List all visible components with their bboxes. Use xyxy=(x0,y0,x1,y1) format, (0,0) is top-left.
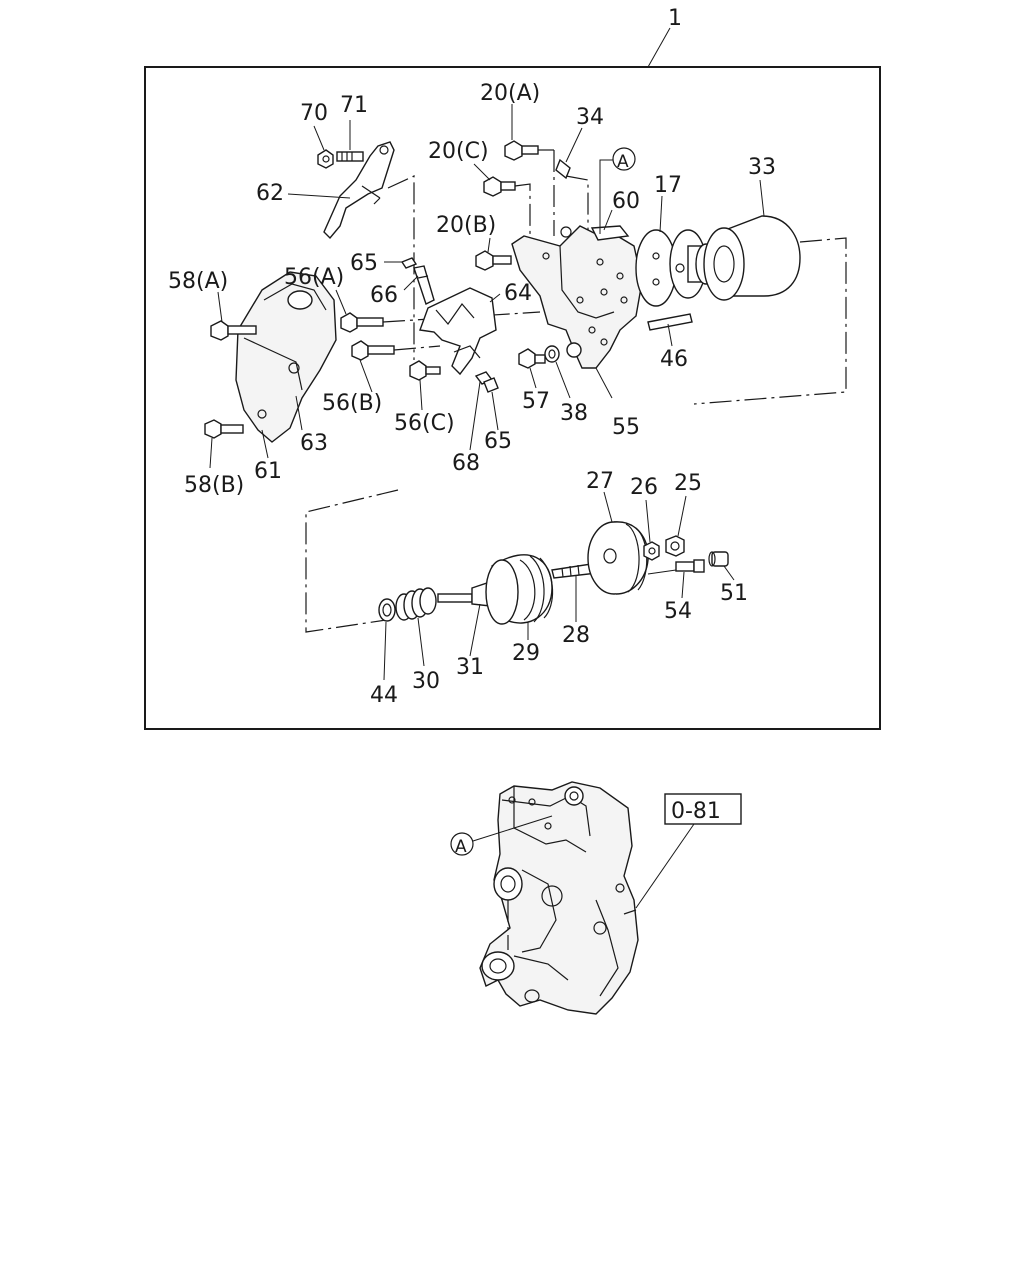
callout-46: 46 xyxy=(660,347,688,372)
callout-20a: 20(A) xyxy=(480,81,540,106)
assembly-leader xyxy=(647,27,671,68)
callout-70: 70 xyxy=(300,101,328,126)
svg-text:A: A xyxy=(455,837,467,857)
line-shaft xyxy=(305,489,399,633)
fitting-54 xyxy=(675,559,705,573)
callout-68: 68 xyxy=(452,451,480,476)
callout-56b: 56(B) xyxy=(322,391,382,416)
callout-25: 25 xyxy=(674,471,702,496)
callout-33: 33 xyxy=(748,155,776,180)
pin-66 xyxy=(413,265,435,305)
bolt-71 xyxy=(336,151,364,162)
bracket-64 xyxy=(419,287,497,376)
bolt-56a xyxy=(340,312,384,333)
callout-38: 38 xyxy=(560,401,588,426)
callout-60: 60 xyxy=(612,189,640,214)
clip-34 xyxy=(555,158,571,180)
callout-55: 55 xyxy=(612,415,640,440)
callout-65b: 65 xyxy=(484,429,512,454)
line-62 xyxy=(387,175,415,360)
marker-a-bottom: A xyxy=(450,815,553,857)
svg-text:A: A xyxy=(617,152,629,172)
callout-57: 57 xyxy=(522,389,550,414)
callout-29: 29 xyxy=(512,641,540,666)
bolt-20b xyxy=(475,250,512,271)
callout-61: 61 xyxy=(254,459,282,484)
bolt-58a xyxy=(210,320,257,341)
bolt-58b xyxy=(204,419,244,439)
marker-a-top: A xyxy=(599,147,636,234)
cap-33 xyxy=(703,215,801,301)
svg-text:0-81: 0-81 xyxy=(671,799,721,824)
callout-65a: 65 xyxy=(350,251,378,276)
callout-62: 62 xyxy=(256,181,284,206)
callout-44: 44 xyxy=(370,683,398,708)
callout-20c: 20(C) xyxy=(428,139,489,164)
line-20c xyxy=(514,183,531,248)
assembly-frame xyxy=(144,66,881,730)
lever-62 xyxy=(323,141,395,240)
callout-71: 71 xyxy=(340,93,368,118)
gasket-60 xyxy=(590,225,630,241)
cover-61-63 xyxy=(235,271,337,443)
callout-64: 64 xyxy=(504,281,532,306)
housing-view xyxy=(479,781,639,1015)
callout-31: 31 xyxy=(456,655,484,680)
callout-27: 27 xyxy=(586,469,614,494)
line-33 xyxy=(693,237,847,405)
callout-58a: 58(A) xyxy=(168,269,228,294)
clip-65a xyxy=(400,257,418,269)
callout-56a: 56(A) xyxy=(284,265,344,290)
nut-26 xyxy=(643,541,660,561)
callout-63: 63 xyxy=(300,431,328,456)
cap-51 xyxy=(708,551,729,567)
callout-34: 34 xyxy=(576,105,604,130)
line-shaft-tail xyxy=(647,569,677,575)
callout-30: 30 xyxy=(412,669,440,694)
callout-20b: 20(B) xyxy=(436,213,496,238)
callout-26: 26 xyxy=(630,475,658,500)
pulley-27 xyxy=(587,521,649,595)
bolt-20a xyxy=(504,140,539,161)
callout-17: 17 xyxy=(654,173,682,198)
bolt-56c xyxy=(409,360,441,381)
line-56b xyxy=(393,345,441,351)
nut-25 xyxy=(665,535,685,557)
bolt-56b xyxy=(351,340,395,361)
pin-46 xyxy=(647,313,693,331)
washer-44 xyxy=(378,598,396,622)
clip-65b xyxy=(483,377,499,393)
leader-lines xyxy=(209,104,765,681)
callout-66: 66 xyxy=(370,283,398,308)
nut-70 xyxy=(317,149,334,169)
spring-30 xyxy=(395,587,437,621)
bolt-57 xyxy=(518,348,546,369)
callout-56c: 56(C) xyxy=(394,411,455,436)
bolt-20c xyxy=(483,176,516,197)
pump-body-55 xyxy=(511,225,643,369)
callout-58b: 58(B) xyxy=(184,473,244,498)
washer-38 xyxy=(544,345,560,363)
callout-28: 28 xyxy=(562,623,590,648)
reference-box: 0-81 xyxy=(635,793,742,909)
callout-labels: 70 71 62 20(A) 20(C) 20(B) 34 60 17 33 5… xyxy=(168,81,776,708)
callout-54: 54 xyxy=(664,599,692,624)
callout-51: 51 xyxy=(720,581,748,606)
pulley-29 xyxy=(485,554,554,625)
callout-1: 1 xyxy=(668,6,682,31)
